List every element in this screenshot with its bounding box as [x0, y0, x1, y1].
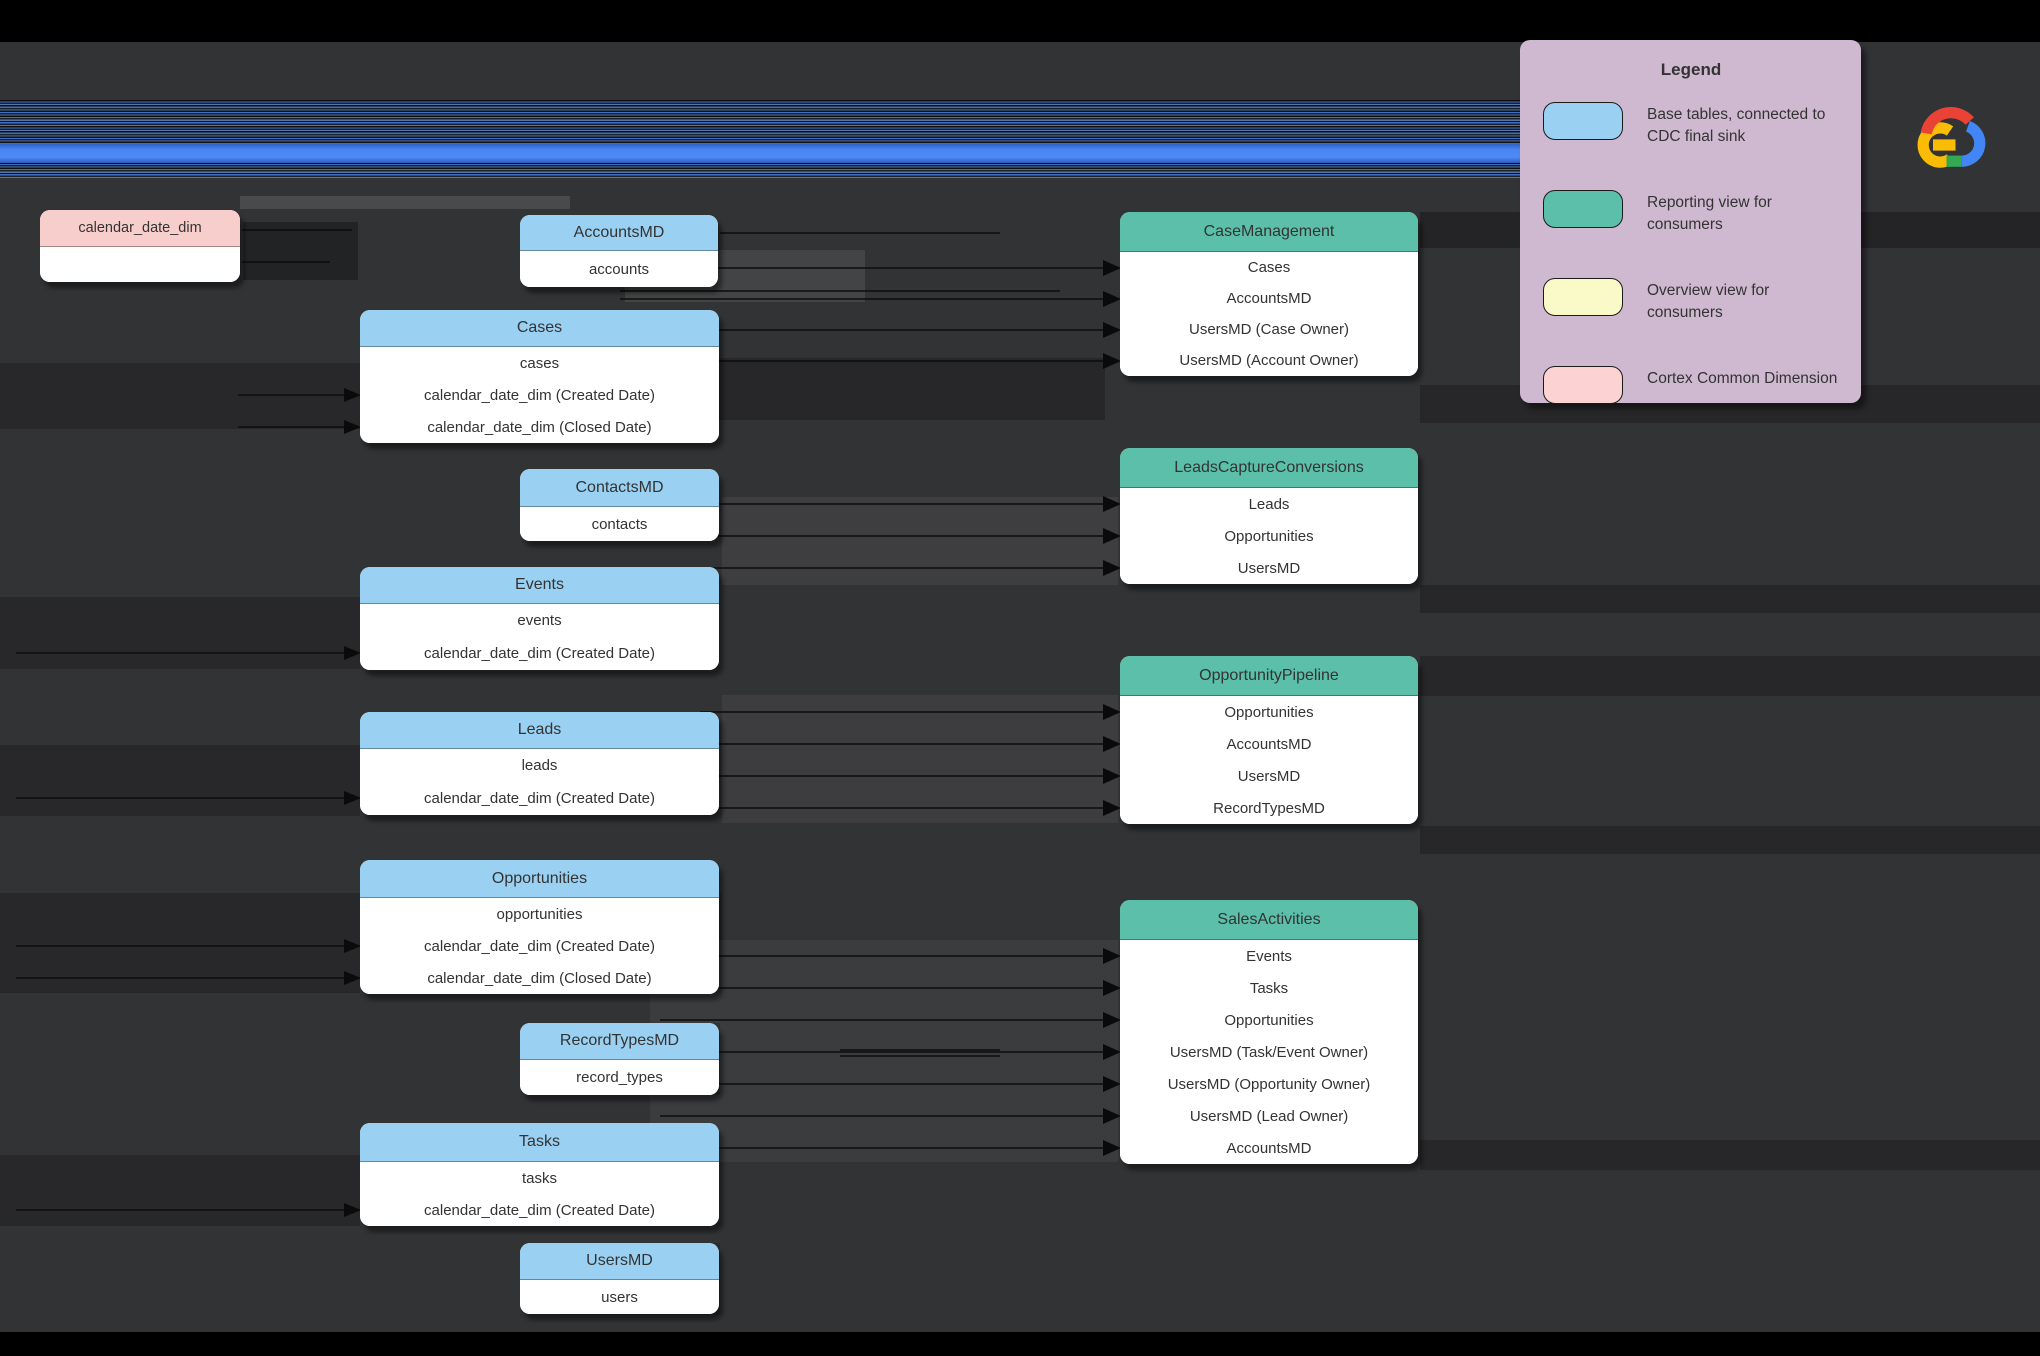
table-row: record_types [520, 1060, 719, 1095]
reporting-view-swatch [1543, 189, 1623, 228]
table-row: AccountsMD [1120, 283, 1418, 314]
connector-band [0, 893, 360, 993]
table-tasks: Tasks tasks calendar_date_dim (Created D… [360, 1123, 719, 1226]
table-row: calendar_date_dim (Created Date) [360, 1194, 719, 1226]
table-row [40, 247, 240, 282]
view-opportunity-pipeline: OpportunityPipeline Opportunities Accoun… [1120, 656, 1418, 824]
legend-item-reporting-view: Reporting view for consumers [1543, 189, 1839, 237]
table-opportunities: Opportunities opportunities calendar_dat… [360, 860, 719, 994]
table-row: opportunities [360, 898, 719, 930]
table-row: accounts [520, 251, 718, 287]
table-row: Opportunities [1120, 696, 1418, 728]
overview-view-swatch [1543, 277, 1623, 316]
legend: Legend Base tables, connected to CDC fin… [1520, 40, 1861, 404]
legend-item-label: Base tables, connected to CDC final sink [1647, 106, 1826, 146]
legend-item-common-dimension: Cortex Common Dimension [1543, 365, 1839, 404]
blue-connector-ribbon [0, 100, 1522, 178]
table-row: leads [360, 749, 719, 782]
table-row: contacts [520, 507, 719, 541]
connector-band [722, 497, 1118, 585]
table-accountsmd: AccountsMD accounts [520, 215, 718, 287]
connector-band [240, 196, 570, 209]
connector-band [1420, 585, 2040, 613]
table-events: Events events calendar_date_dim (Created… [360, 567, 719, 670]
table-row: Cases [1120, 252, 1418, 283]
connector-band [1420, 1140, 2040, 1170]
table-usersmd: UsersMD users [520, 1243, 719, 1314]
common-dimension-swatch [1543, 365, 1623, 404]
table-row: tasks [360, 1162, 719, 1194]
table-header: OpportunityPipeline [1120, 656, 1418, 696]
table-row: UsersMD (Case Owner) [1120, 314, 1418, 345]
table-leads: Leads leads calendar_date_dim (Created D… [360, 712, 719, 815]
table-row: events [360, 604, 719, 637]
table-row: UsersMD (Task/Event Owner) [1120, 1036, 1418, 1068]
table-header: CaseManagement [1120, 212, 1418, 252]
base-table-swatch [1543, 102, 1623, 140]
table-recordtypesmd: RecordTypesMD record_types [520, 1023, 719, 1095]
table-row: Opportunities [1120, 1004, 1418, 1036]
table-header: LeadsCaptureConversions [1120, 448, 1418, 488]
table-row: calendar_date_dim (Closed Date) [360, 962, 719, 994]
table-row: AccountsMD [1120, 1132, 1418, 1164]
table-header: Tasks [360, 1123, 719, 1162]
table-header: SalesActivities [1120, 900, 1418, 940]
table-row: UsersMD (Account Owner) [1120, 345, 1418, 376]
legend-title: Legend [1660, 60, 1722, 79]
legend-item-label: Reporting view for consumers [1647, 193, 1772, 234]
table-header: UsersMD [520, 1243, 719, 1280]
table-row: UsersMD [1120, 760, 1418, 792]
table-header: Opportunities [360, 860, 719, 898]
view-case-management: CaseManagement Cases AccountsMD UsersMD … [1120, 212, 1418, 376]
connector-band [1420, 826, 2040, 854]
table-row: users [520, 1280, 719, 1314]
table-calendar-date-dim: calendar_date_dim [40, 210, 240, 282]
table-row: UsersMD (Opportunity Owner) [1120, 1068, 1418, 1100]
table-header: Leads [360, 712, 719, 749]
top-black-bar [0, 0, 2040, 42]
table-row: UsersMD [1120, 552, 1418, 584]
table-cases: Cases cases calendar_date_dim (Created D… [360, 310, 719, 443]
table-header: ContactsMD [520, 469, 719, 507]
table-row: cases [360, 347, 719, 379]
google-cloud-logo-icon [1917, 107, 1986, 168]
connector-band [0, 1155, 360, 1226]
table-row: calendar_date_dim (Created Date) [360, 379, 719, 411]
table-row: Events [1120, 940, 1418, 972]
legend-item-overview-view: Overview view for consumers [1543, 277, 1839, 325]
bottom-black-bar [0, 1332, 2040, 1356]
table-row: UsersMD (Lead Owner) [1120, 1100, 1418, 1132]
table-row: Leads [1120, 488, 1418, 520]
table-header: Events [360, 567, 719, 604]
table-row: AccountsMD [1120, 728, 1418, 760]
connector-band [650, 940, 1118, 1162]
table-row: calendar_date_dim (Closed Date) [360, 411, 719, 443]
table-row: calendar_date_dim (Created Date) [360, 782, 719, 815]
legend-item-label: Cortex Common Dimension [1647, 369, 1838, 387]
legend-item-label: Overview view for consumers [1647, 281, 1770, 322]
legend-item-base-tables: Base tables, connected to CDC final sink [1543, 102, 1839, 149]
blue-connector-ribbon-core [0, 144, 1522, 163]
connector-band [722, 695, 1118, 823]
table-header: Cases [360, 310, 719, 347]
table-row: calendar_date_dim (Created Date) [360, 930, 719, 962]
table-header: calendar_date_dim [40, 210, 240, 247]
table-row: Tasks [1120, 972, 1418, 1004]
table-row: calendar_date_dim (Created Date) [360, 637, 719, 670]
table-row: RecordTypesMD [1120, 792, 1418, 824]
connector-band [1420, 656, 2040, 696]
table-header: AccountsMD [520, 215, 718, 251]
connector-band [0, 597, 360, 669]
connector-band [0, 745, 360, 816]
view-sales-activities: SalesActivities Events Tasks Opportuniti… [1120, 900, 1418, 1164]
connector-band [243, 222, 358, 280]
table-contactsmd: ContactsMD contacts [520, 469, 719, 541]
connector-band [0, 363, 360, 429]
view-leads-capture-conversions: LeadsCaptureConversions Leads Opportunit… [1120, 448, 1418, 584]
table-header: RecordTypesMD [520, 1023, 719, 1060]
table-row: Opportunities [1120, 520, 1418, 552]
